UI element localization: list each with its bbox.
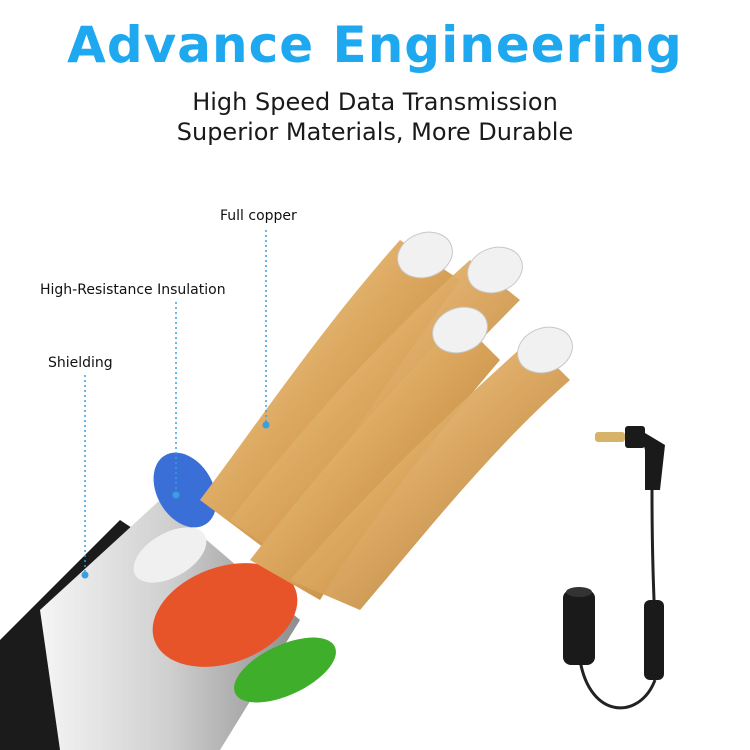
audio-adapter-cable: [563, 426, 665, 710]
subtitle-line-1: High Speed Data Transmission: [192, 88, 558, 116]
callout-lines: [84, 230, 267, 575]
callout-shielding: Shielding: [48, 355, 113, 371]
callout-dots: [81, 421, 270, 579]
callout-insulation: High-Resistance Insulation: [40, 282, 226, 298]
insulation-cores: [133, 452, 336, 703]
subtitle-line-2: Superior Materials, More Durable: [176, 118, 574, 146]
copper-strands: [200, 231, 573, 610]
callout-full-copper: Full copper: [220, 208, 297, 224]
page-title: Advance Engineering: [67, 16, 683, 74]
